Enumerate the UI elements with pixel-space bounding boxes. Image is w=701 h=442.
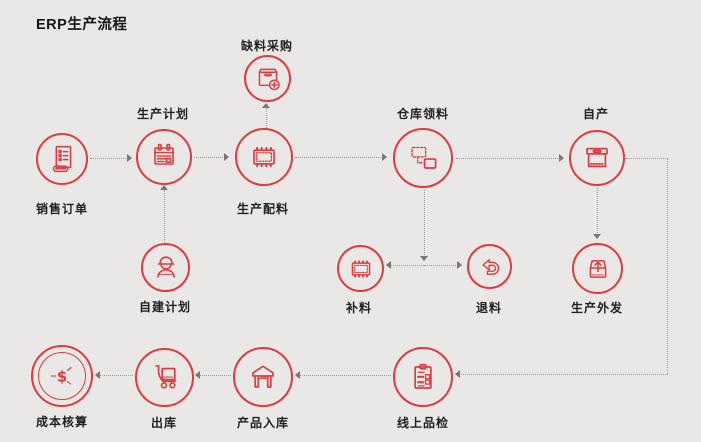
node-return-material bbox=[467, 244, 512, 289]
arrowhead-down-icon bbox=[420, 256, 428, 261]
self-plan-label: 自建计划 bbox=[138, 300, 191, 314]
node-shortage-purchase bbox=[244, 55, 291, 102]
self-production-label: 自产 bbox=[582, 107, 609, 121]
connector-picking-to-selfproduction bbox=[456, 158, 560, 159]
arrowhead-right-icon bbox=[382, 153, 387, 161]
cost-accounting-label: 成本核算 bbox=[35, 415, 88, 429]
connector-outbound-to-cost bbox=[100, 375, 133, 376]
page-title: ERP生产流程 bbox=[36, 17, 128, 33]
node-quality-check bbox=[393, 347, 453, 407]
connector-sales-to-plan bbox=[90, 158, 128, 159]
node-cost-accounting: $ bbox=[31, 345, 93, 407]
checklist-icon bbox=[414, 363, 432, 389]
calendar-icon bbox=[154, 143, 174, 165]
worker-icon bbox=[156, 255, 175, 278]
move-box-icon bbox=[411, 146, 437, 169]
connector-batching-to-shortage bbox=[266, 108, 267, 128]
node-product-storage bbox=[233, 347, 293, 407]
product-storage-circle bbox=[233, 347, 293, 407]
node-replenish bbox=[337, 245, 384, 292]
sales-order-label: 销售订单 bbox=[35, 202, 88, 216]
node-self-production bbox=[569, 130, 625, 186]
arrowhead-left-icon bbox=[95, 371, 100, 379]
self-plan-circle bbox=[141, 243, 190, 292]
node-production-batching bbox=[235, 128, 293, 186]
connector-quality-to-storage bbox=[300, 375, 391, 376]
replenish-circle bbox=[337, 245, 384, 292]
outsourcing-circle bbox=[572, 243, 623, 294]
outbound-circle bbox=[135, 348, 194, 407]
connector-storage-to-outbound bbox=[200, 375, 231, 376]
node-outbound bbox=[135, 348, 194, 407]
node-warehouse-picking bbox=[393, 128, 453, 188]
shortage-purchase-label: 缺料采购 bbox=[240, 39, 293, 53]
arrowhead-left-icon bbox=[455, 370, 460, 378]
outsourcing-label: 生产外发 bbox=[570, 301, 623, 315]
arrowhead-left-icon bbox=[386, 261, 391, 269]
node-outsourcing bbox=[572, 243, 623, 294]
arrowhead-right-icon bbox=[559, 154, 564, 162]
return-arrow-icon bbox=[482, 258, 499, 275]
production-batching-circle bbox=[235, 128, 293, 186]
chip-icon bbox=[351, 259, 370, 278]
arrowhead-right-icon bbox=[224, 153, 229, 161]
node-production-plan bbox=[136, 129, 192, 185]
storage-box-icon bbox=[586, 147, 608, 168]
trolley-icon bbox=[154, 364, 176, 389]
warehouse-icon bbox=[252, 365, 274, 388]
connector-selfproduction-right bbox=[626, 158, 668, 159]
arrowhead-up-icon bbox=[262, 103, 270, 108]
warehouse-picking-label: 仓库领料 bbox=[396, 107, 449, 121]
connector-junction-to-return bbox=[424, 265, 458, 266]
arrowhead-down-icon bbox=[593, 234, 601, 239]
outbound-label: 出库 bbox=[150, 416, 177, 430]
return-material-circle bbox=[467, 244, 512, 289]
connector-right-to-quality bbox=[461, 374, 668, 375]
box-plus-icon bbox=[258, 68, 280, 90]
connector-plan-to-batching bbox=[194, 157, 225, 158]
quality-check-label: 线上品检 bbox=[396, 416, 449, 430]
production-plan-label: 生产计划 bbox=[136, 107, 189, 121]
outbox-icon bbox=[589, 259, 606, 278]
connector-right-down bbox=[667, 158, 668, 374]
replenish-label: 补料 bbox=[345, 301, 372, 315]
arrowhead-up-icon bbox=[160, 185, 168, 190]
receipt-icon bbox=[52, 145, 72, 173]
arrowhead-right-icon bbox=[127, 154, 132, 162]
arrowhead-left-icon bbox=[195, 371, 200, 379]
node-sales-order bbox=[36, 133, 88, 185]
connector-selfproduction-to-outsourcing bbox=[597, 188, 598, 235]
return-material-label: 退料 bbox=[475, 301, 502, 315]
quality-check-circle bbox=[393, 347, 453, 407]
production-plan-circle bbox=[136, 129, 192, 185]
dollar-coin-icon: $ bbox=[50, 366, 72, 386]
node-self-plan bbox=[141, 243, 190, 292]
shortage-purchase-circle bbox=[244, 55, 291, 102]
connector-selfplan-to-plan bbox=[164, 190, 165, 242]
product-storage-label: 产品入库 bbox=[236, 416, 289, 430]
production-batching-label: 生产配料 bbox=[236, 202, 289, 216]
sales-order-circle bbox=[36, 133, 88, 185]
chip-icon bbox=[253, 146, 275, 168]
connector-junction-to-replenish bbox=[391, 265, 424, 266]
svg-text:$: $ bbox=[57, 368, 67, 386]
connector-batching-to-picking bbox=[295, 157, 383, 158]
arrowhead-right-icon bbox=[457, 261, 462, 269]
cost-accounting-circle: $ bbox=[31, 345, 93, 407]
arrowhead-left-icon bbox=[295, 371, 300, 379]
self-production-circle bbox=[569, 130, 625, 186]
warehouse-picking-circle bbox=[393, 128, 453, 188]
connector-picking-down bbox=[424, 190, 425, 257]
